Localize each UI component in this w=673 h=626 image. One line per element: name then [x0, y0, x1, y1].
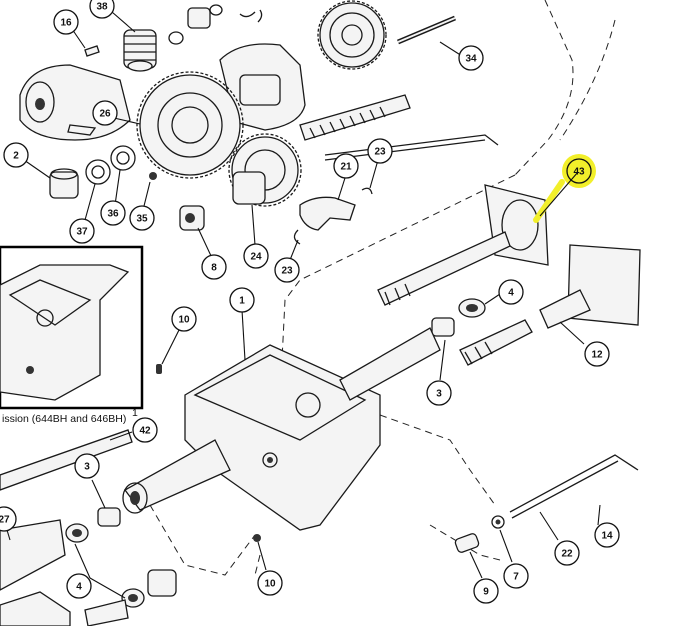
callout-1: 1 — [229, 287, 255, 313]
callout-35: 35 — [129, 205, 155, 231]
callout-10-upper: 10 — [171, 306, 197, 332]
assembly-guide-lines — [149, 0, 616, 576]
callout-22: 22 — [554, 540, 580, 566]
large-gear-26 — [136, 71, 244, 179]
svg-text:42: 42 — [139, 426, 151, 437]
svg-text:43: 43 — [573, 167, 585, 178]
callout-10-lower: 10 — [257, 570, 283, 596]
svg-text:3: 3 — [84, 462, 90, 473]
key-part-16 — [84, 45, 100, 57]
svg-text:14: 14 — [601, 531, 613, 542]
splined-shaft-3 — [431, 317, 533, 366]
callout-36: 36 — [100, 200, 126, 226]
callout-2: 2 — [3, 142, 29, 168]
svg-text:8: 8 — [211, 263, 217, 274]
callout-26: 26 — [92, 100, 118, 126]
pin-34 — [397, 15, 456, 45]
svg-text:24: 24 — [250, 252, 262, 263]
svg-text:27: 27 — [0, 515, 10, 526]
svg-text:3: 3 — [436, 389, 442, 400]
inset-caption: ission (644BH and 646BH) — [2, 413, 126, 425]
bushing-8 — [179, 205, 205, 231]
svg-text:26: 26 — [99, 109, 111, 120]
highlight-leader — [533, 179, 565, 223]
callout-37: 37 — [69, 218, 95, 244]
callout-16: 16 — [53, 9, 79, 35]
gear-24 — [228, 133, 302, 207]
callout-21: 21 — [333, 153, 359, 179]
svg-text:21: 21 — [340, 162, 352, 173]
svg-text:2: 2 — [13, 151, 19, 162]
bushing-2 — [49, 168, 79, 199]
upper-left-housing — [19, 64, 131, 141]
callout-14: 14 — [594, 522, 620, 548]
svg-text:16: 16 — [60, 18, 72, 29]
svg-text:7: 7 — [513, 572, 519, 583]
callout-8: 8 — [201, 254, 227, 280]
bushing-9-washer-7 — [454, 515, 505, 553]
svg-text:4: 4 — [76, 582, 82, 593]
svg-text:10: 10 — [264, 579, 276, 590]
callout-9: 9 — [473, 578, 499, 604]
transmission-case-1 — [122, 327, 441, 531]
small-gear-38 — [123, 29, 157, 72]
svg-text:34: 34 — [465, 54, 477, 65]
svg-text:22: 22 — [561, 549, 573, 560]
svg-text:4: 4 — [508, 288, 514, 299]
washers-36-37 — [85, 145, 157, 185]
callout-3-lower: 3 — [74, 453, 100, 479]
center-gear-housing — [219, 43, 306, 131]
splined-shaft-upper — [299, 94, 411, 141]
snap-rings-23 — [293, 187, 373, 245]
top-right-gear — [317, 0, 387, 70]
svg-text:23: 23 — [281, 266, 293, 277]
set-screw-10 — [156, 364, 261, 542]
svg-text:37: 37 — [76, 227, 88, 238]
svg-text:1: 1 — [239, 296, 245, 307]
callout-7: 7 — [503, 563, 529, 589]
shaft-42 — [0, 429, 133, 491]
callout-43: 43 — [566, 158, 592, 184]
bearing-4-upper — [458, 298, 486, 318]
svg-text:36: 36 — [107, 209, 119, 220]
inset-detail-box — [0, 245, 144, 410]
callout-38: 38 — [89, 0, 115, 19]
svg-text:38: 38 — [96, 2, 108, 13]
top-bushings — [168, 4, 263, 45]
callout-34: 34 — [458, 45, 484, 71]
callout-12: 12 — [584, 341, 610, 367]
axle-shaft-43 — [377, 184, 549, 306]
shift-rod-14 — [509, 454, 639, 519]
svg-text:35: 35 — [136, 214, 148, 225]
svg-text:23: 23 — [374, 147, 386, 158]
svg-text:12: 12 — [591, 350, 603, 361]
callout-23-lower: 23 — [274, 257, 300, 283]
callout-4-lower: 4 — [66, 573, 92, 599]
callout-42: 42 — [132, 417, 158, 443]
callout-4-upper: 4 — [498, 279, 524, 305]
lower-left-parts — [0, 507, 177, 626]
leader-lines — [6, 11, 601, 599]
shift-fork-21 — [299, 196, 356, 231]
svg-text:9: 9 — [483, 587, 489, 598]
shaft-12 — [539, 244, 641, 329]
callout-24: 24 — [243, 243, 269, 269]
svg-text:10: 10 — [178, 315, 190, 326]
callout-27: 27 — [0, 506, 17, 532]
callout-3-upper: 3 — [426, 380, 452, 406]
callout-23-upper: 23 — [367, 138, 393, 164]
inset-caption-mark: 1 — [132, 407, 138, 419]
